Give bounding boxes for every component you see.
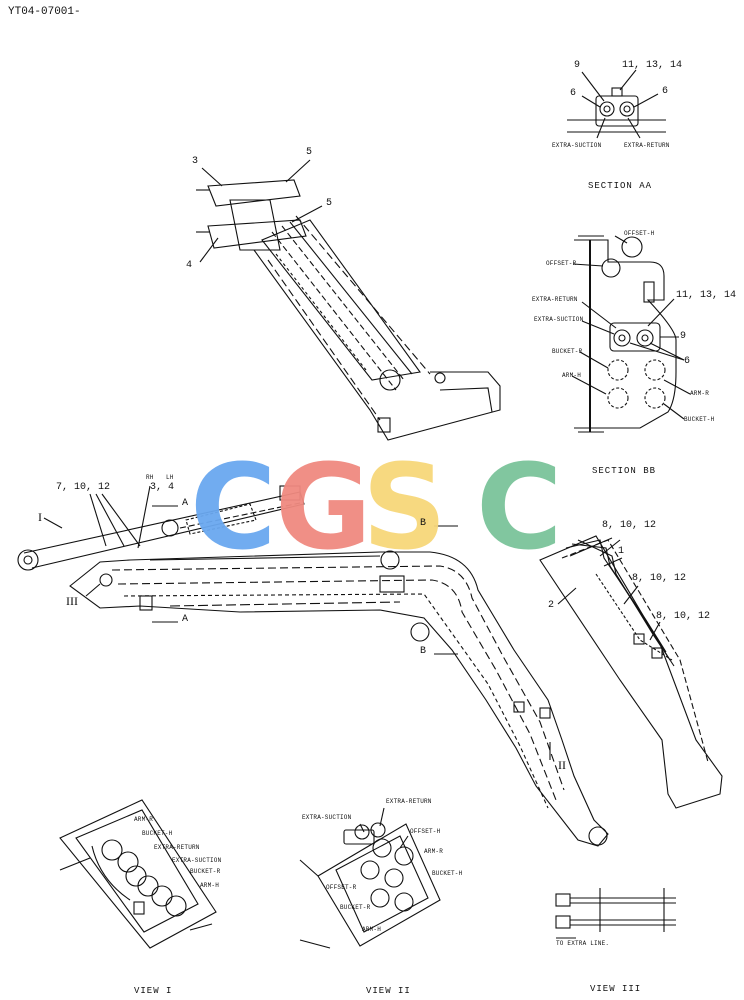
view-mark-ii: II bbox=[558, 758, 566, 772]
callout-11-13-14: 11, 13, 14 bbox=[622, 60, 683, 71]
view2-arm-h: ARM-H bbox=[362, 926, 382, 933]
port-extra-return-bb: EXTRA-RETURN bbox=[532, 296, 578, 303]
arm-detail-drawing bbox=[539, 535, 723, 809]
port-extra-suction: EXTRA-SUCTION bbox=[552, 142, 602, 149]
view-3-drawing bbox=[555, 888, 676, 939]
port-arm-r: ARM-R bbox=[690, 390, 710, 397]
section-mark-a-top: A bbox=[182, 498, 189, 509]
document-id: YT04-07001- bbox=[8, 6, 81, 18]
port-bucket-h: BUCKET-H bbox=[684, 416, 715, 423]
callout-11-13-14-bb: 11, 13, 14 bbox=[676, 290, 737, 301]
section-aa-title: SECTION AA bbox=[588, 181, 653, 191]
view1-bucket-r: BUCKET-R bbox=[190, 868, 221, 875]
view-1-drawing bbox=[59, 799, 217, 949]
section-mark-b-bottom: B bbox=[420, 646, 427, 657]
callout-8-10-12-a: 8, 10, 12 bbox=[602, 520, 657, 531]
port-extra-suction-bb: EXTRA-SUCTION bbox=[534, 316, 584, 323]
view-2-drawing bbox=[299, 807, 441, 949]
callout-9-bb: 9 bbox=[680, 331, 687, 342]
callout-7-10-12: 7, 10, 12 bbox=[56, 482, 111, 493]
section-bb-title: SECTION BB bbox=[592, 466, 657, 476]
view2-extra-return: EXTRA-RETURN bbox=[386, 798, 432, 805]
port-offset-r: OFFSET-R bbox=[546, 260, 577, 267]
view1-bucket-h: BUCKET-H bbox=[142, 830, 173, 837]
watermark-letter-3: S bbox=[362, 438, 447, 576]
main-boom-drawing bbox=[17, 485, 609, 847]
view-mark-iii: III bbox=[66, 594, 78, 608]
port-offset-h: OFFSET-H bbox=[624, 230, 655, 237]
callout-6-right: 6 bbox=[662, 86, 669, 97]
section-mark-b-top: B bbox=[420, 518, 427, 529]
callout-5-upper: 5 bbox=[306, 147, 313, 158]
view1-arm-r: ARM-R bbox=[134, 816, 154, 823]
callout-8-10-12-b: 8, 10, 12 bbox=[632, 573, 687, 584]
view2-offset-h: OFFSET-H bbox=[410, 828, 441, 835]
port-bucket-r: BUCKET-R bbox=[552, 348, 583, 355]
callout-3-4: 3, 4 bbox=[150, 482, 175, 493]
section-aa-drawing bbox=[567, 69, 666, 139]
callout-5-lower: 5 bbox=[326, 198, 333, 209]
view-3-caption: VIEW III bbox=[590, 984, 642, 994]
view2-bucket-r: BUCKET-R bbox=[340, 904, 371, 911]
callout-4: 4 bbox=[186, 260, 193, 271]
watermark-letter-1: C bbox=[190, 438, 277, 576]
callout-2: 2 bbox=[548, 600, 555, 611]
port-extra-return: EXTRA-RETURN bbox=[624, 142, 670, 149]
label-rh: RH bbox=[146, 474, 154, 481]
watermark-logo: C G S C bbox=[190, 438, 563, 576]
callout-6-bb: 6 bbox=[684, 356, 691, 367]
view2-arm-r: ARM-R bbox=[424, 848, 444, 855]
view-1-caption: VIEW I bbox=[134, 986, 173, 996]
section-mark-a-bottom: A bbox=[182, 614, 189, 625]
boom-top-drawing bbox=[196, 159, 501, 441]
label-lh: LH bbox=[166, 474, 174, 481]
section-bb-drawing bbox=[571, 235, 691, 433]
view2-offset-r: OFFSET-R bbox=[326, 884, 357, 891]
view1-arm-h: ARM-H bbox=[200, 882, 220, 889]
view1-extra-return: EXTRA-RETURN bbox=[154, 844, 200, 851]
callout-6-left: 6 bbox=[570, 88, 577, 99]
callout-9: 9 bbox=[574, 60, 581, 71]
view2-extra-suction: EXTRA-SUCTION bbox=[302, 814, 352, 821]
view-mark-i: I bbox=[38, 510, 42, 524]
view-2-caption: VIEW II bbox=[366, 986, 411, 996]
view1-extra-suction: EXTRA-SUCTION bbox=[172, 857, 222, 864]
view2-bucket-h: BUCKET-H bbox=[432, 870, 463, 877]
port-arm-h: ARM-H bbox=[562, 372, 582, 379]
callout-3: 3 bbox=[192, 156, 199, 167]
callout-8-10-12-c: 8, 10, 12 bbox=[656, 611, 711, 622]
watermark-letter-4: C bbox=[476, 438, 563, 576]
view3-note: TO EXTRA LINE. bbox=[556, 940, 610, 947]
callout-1: 1 bbox=[618, 546, 625, 557]
watermark-letter-2: G bbox=[275, 438, 372, 576]
